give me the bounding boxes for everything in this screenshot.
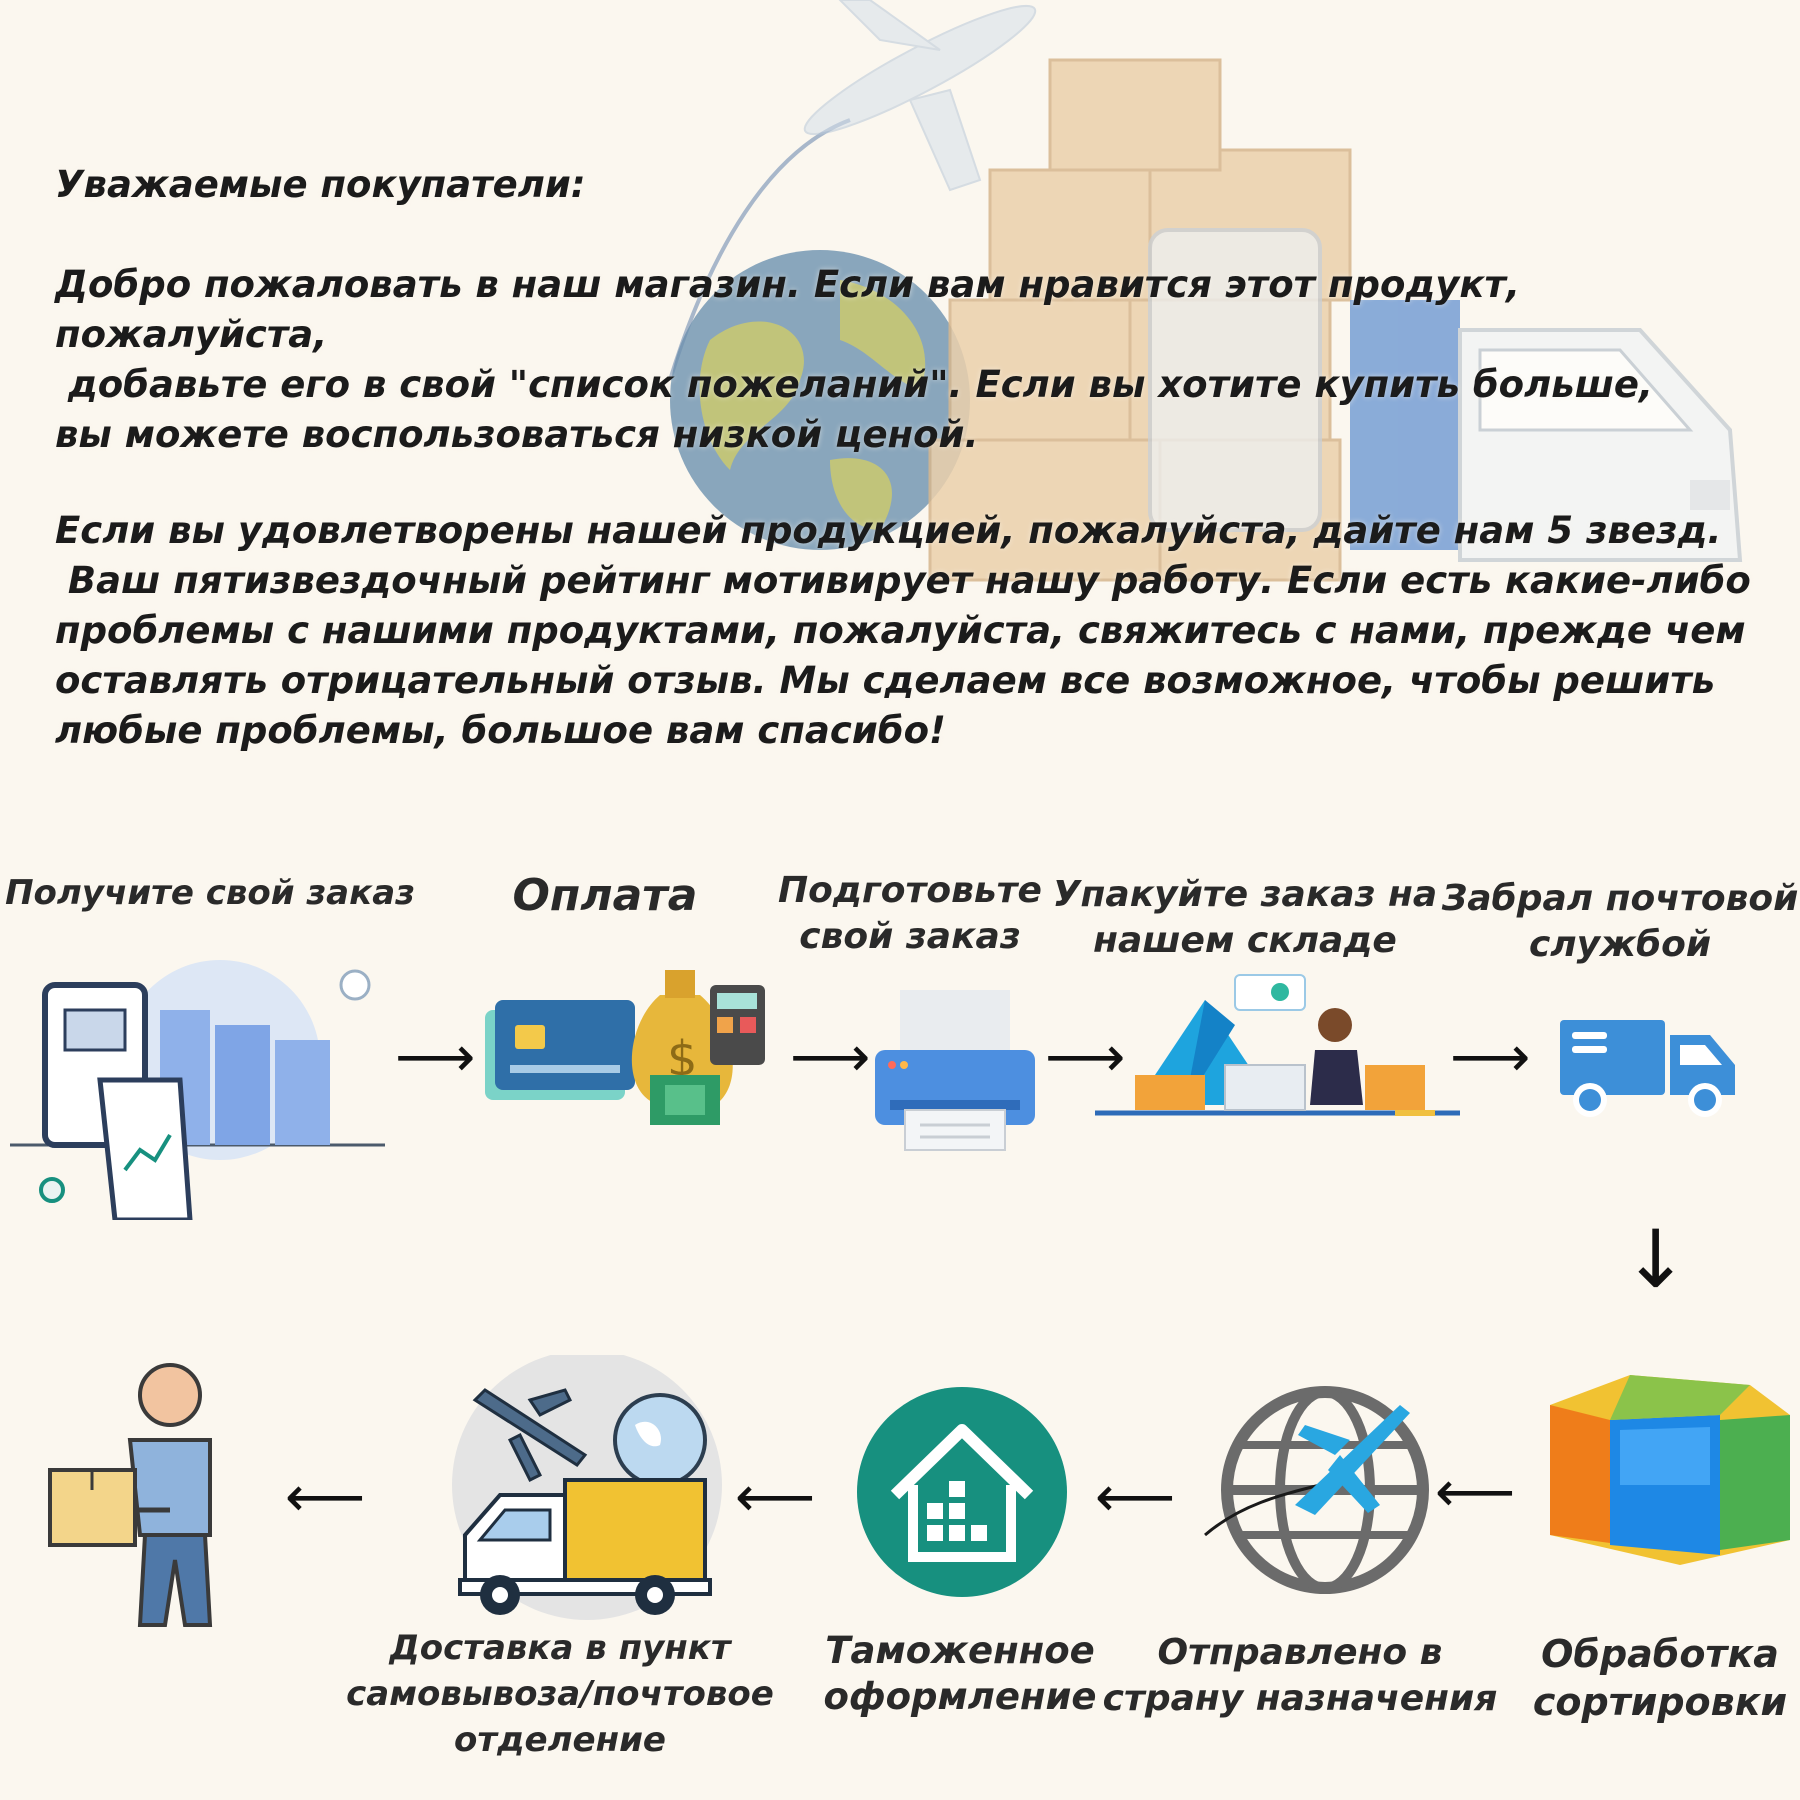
sorting-boxes-icon [1550, 1375, 1790, 1565]
flow-arrow-left: ⟵ [285, 1465, 366, 1530]
flow-arrow-left: ⟵ [1095, 1465, 1176, 1530]
step-label-receive-order: Получите свой заказ [5, 873, 415, 913]
step-label-picked-up: Забрал почтовой службой [1441, 878, 1799, 965]
person-receiving-box-icon [48, 1363, 213, 1627]
customs-house-icon [857, 1387, 1067, 1597]
letter-greeting: Уважаемые покупатели: [55, 163, 586, 206]
letter-line: добавьте его в свой "список пожеланий". … [55, 363, 1654, 406]
flow-arrow-right: ⟶ [790, 1025, 871, 1090]
letter-line: оставлять отрицательный отзыв. Мы сделае… [55, 659, 1716, 702]
truck-airplane-globe-icon [452, 1355, 722, 1620]
flow-arrow-right: ⟶ [395, 1025, 476, 1090]
flow-arrow-left: ⟵ [1435, 1460, 1516, 1525]
step-label-customs: Таможенное оформление [823, 1629, 1097, 1718]
flow-arrow-right: ⟶ [1450, 1025, 1531, 1090]
letter-line: проблемы с нашими продуктами, пожалуйста… [55, 609, 1746, 652]
step-label-sorting: Обработка сортировки [1532, 1632, 1788, 1724]
printer-icon [875, 990, 1035, 1151]
flow-arrow-right: ⟶ [1045, 1025, 1126, 1090]
letter-line: любые проблемы, большое вам спасибо! [55, 709, 946, 752]
step-label-pack-order: Упакуйте заказ на нашем складе [1052, 874, 1438, 961]
order-documents-icon [10, 960, 385, 1220]
customer-letter: Уважаемые покупатели: Добро пожаловать в… [55, 160, 1755, 756]
flow-arrow-left: ⟵ [735, 1465, 816, 1530]
letter-line: Добро пожаловать в наш магазин. Если вам… [55, 263, 1521, 356]
warehouse-packing-icon [1095, 974, 1460, 1116]
step-label-prepare-order: Подготовьте свой заказ [778, 870, 1042, 957]
letter-line: вы можете воспользоваться низкой ценой. [55, 413, 979, 456]
background-logistics-illustration [668, 0, 1743, 582]
letter-line: Ваш пятизвездочный рейтинг мотивирует на… [55, 559, 1751, 602]
letter-line: Если вы удовлетворены нашей продукцией, … [55, 509, 1722, 552]
flow-arrow-down: ↓ [1622, 1213, 1690, 1306]
step-label-payment: Оплата [512, 870, 698, 921]
globe-airplane-icon [1204, 1386, 1429, 1594]
payment-card-money-icon: $ [485, 970, 765, 1125]
step-label-delivery: Доставка в пункт самовывоза/почтовое отд… [346, 1628, 774, 1760]
delivery-truck-icon [1560, 1020, 1735, 1117]
step-label-sent-to-country: Отправлено в страну назначения [1102, 1632, 1498, 1719]
